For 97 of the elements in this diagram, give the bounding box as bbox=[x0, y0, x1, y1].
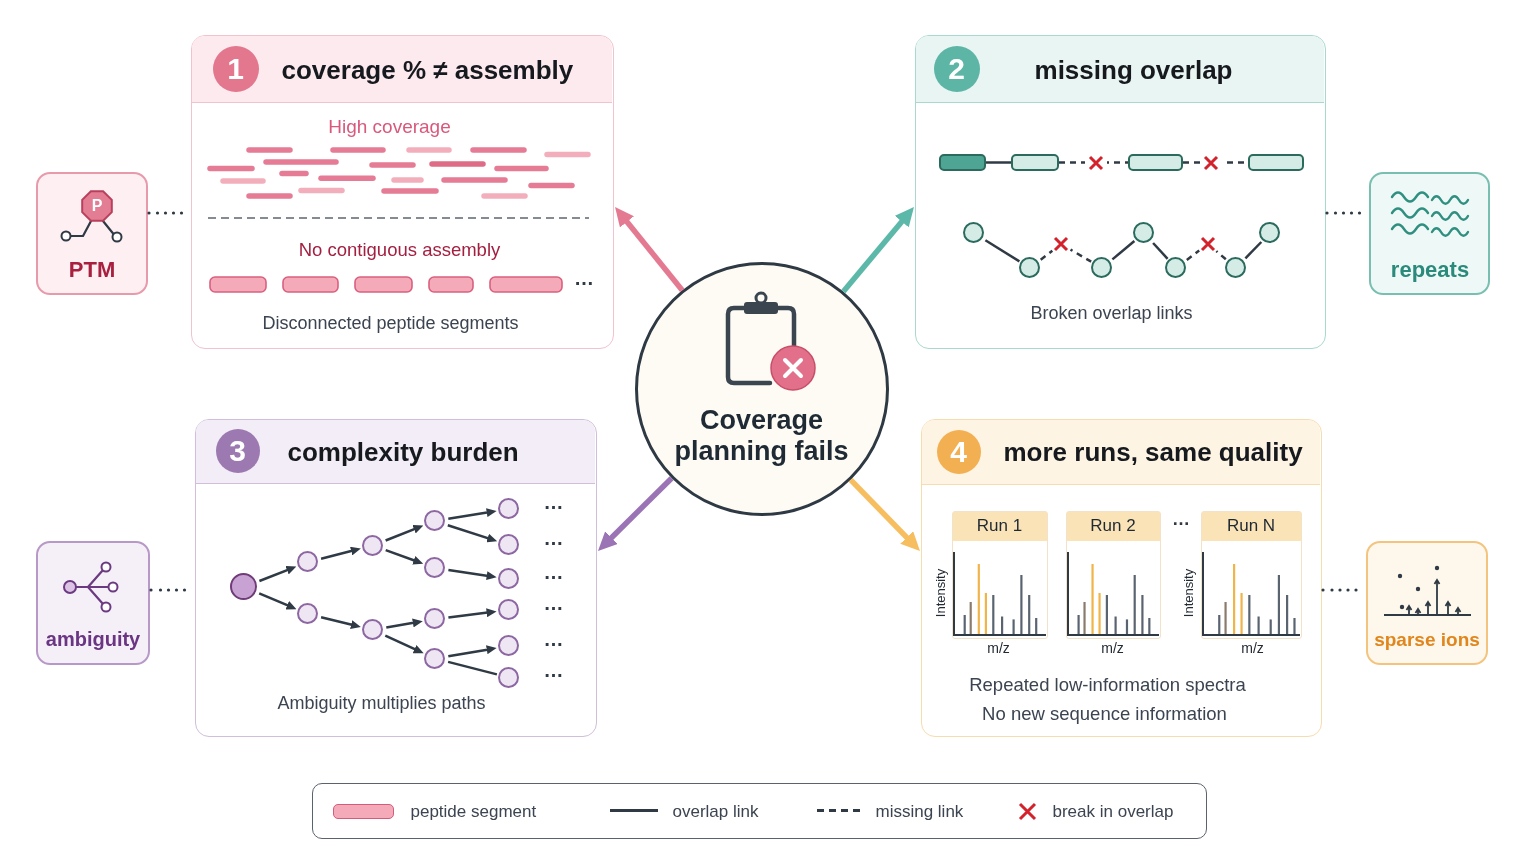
connector-line bbox=[984, 239, 1021, 263]
dashed-line bbox=[1059, 161, 1128, 164]
ellipsis: … bbox=[543, 659, 564, 683]
arrow bbox=[448, 645, 497, 658]
arrow bbox=[386, 618, 423, 629]
panel-card bbox=[921, 419, 1322, 737]
axis-label: Intensity bbox=[1180, 568, 1197, 617]
panel-title: complexity burden bbox=[287, 436, 519, 467]
connector-line bbox=[1152, 242, 1169, 260]
side-label: PTM bbox=[68, 257, 116, 283]
panel-card bbox=[191, 35, 614, 349]
arrow bbox=[448, 568, 497, 581]
caption-text: Repeated low-information spectra bbox=[969, 673, 1246, 696]
caption-text: Disconnected peptide segments bbox=[262, 312, 519, 335]
panel-title: missing overlap bbox=[1034, 54, 1233, 85]
side-label: sparse ions bbox=[1374, 628, 1480, 652]
arrow bbox=[448, 508, 497, 521]
subheading: High coverage bbox=[328, 115, 451, 138]
axis-label: m/z bbox=[1101, 639, 1124, 656]
tree-node bbox=[498, 666, 519, 688]
caption-text: Broken overlap links bbox=[1030, 302, 1193, 325]
arrow bbox=[447, 524, 498, 543]
peptide-segment bbox=[938, 153, 986, 171]
link-node bbox=[963, 222, 984, 243]
ellipsis: … bbox=[543, 560, 564, 585]
run-card bbox=[1065, 510, 1161, 639]
axis-label: m/z bbox=[987, 639, 1010, 656]
side-label: repeats bbox=[1390, 257, 1470, 283]
tree-node bbox=[230, 573, 257, 600]
arrow bbox=[385, 525, 424, 542]
tree-node bbox=[424, 510, 445, 531]
panel-card bbox=[195, 419, 597, 737]
arrow bbox=[848, 478, 920, 552]
subheading: No contiguous assembly bbox=[298, 238, 501, 261]
factor-card bbox=[36, 172, 148, 295]
peptide-segment bbox=[1127, 153, 1183, 171]
peptide-segment bbox=[1010, 153, 1059, 171]
arrow bbox=[258, 592, 297, 610]
tree-node bbox=[362, 534, 383, 556]
connector-line bbox=[1111, 240, 1136, 261]
arrow bbox=[320, 616, 361, 629]
link-node bbox=[1259, 222, 1280, 243]
run-card bbox=[1200, 510, 1302, 639]
ellipsis: … bbox=[1172, 509, 1190, 531]
run-title: Run N bbox=[1201, 511, 1301, 541]
axis-label: m/z bbox=[1241, 639, 1264, 656]
link-node bbox=[1019, 257, 1040, 278]
tree-node bbox=[498, 635, 519, 656]
ellipsis: … bbox=[543, 627, 564, 652]
link-node bbox=[1165, 257, 1186, 278]
panel-title: more runs, same quality bbox=[1003, 436, 1303, 467]
run-card bbox=[951, 510, 1048, 639]
run-title: Run 1 bbox=[952, 511, 1047, 541]
panel-title: coverage % ≠ assembly bbox=[281, 54, 574, 85]
legend-label: overlap link bbox=[672, 801, 759, 822]
link-node bbox=[1091, 257, 1112, 278]
panel-card bbox=[915, 35, 1326, 349]
connector-line bbox=[1244, 241, 1263, 260]
legend-label: break in overlap bbox=[1052, 801, 1174, 822]
axis-label: Intensity bbox=[932, 568, 949, 617]
tree-node bbox=[424, 608, 445, 629]
tree-node bbox=[362, 619, 383, 640]
arrow bbox=[384, 634, 424, 654]
tree-node bbox=[424, 647, 445, 669]
side-label: ambiguity bbox=[45, 628, 141, 652]
arrow bbox=[598, 476, 674, 552]
hub-title: Coverage planning fails bbox=[673, 404, 850, 469]
peptide-segment bbox=[1247, 153, 1304, 171]
caption-text: Ambiguity multiplies paths bbox=[277, 692, 486, 715]
ellipsis: … bbox=[574, 267, 594, 291]
arrow bbox=[385, 548, 424, 565]
caption-text: No new sequence information bbox=[982, 702, 1227, 725]
run-title: Run 2 bbox=[1066, 511, 1160, 541]
legend-label: peptide segment bbox=[410, 801, 537, 822]
symbol-letter: P bbox=[91, 196, 103, 216]
legend-label: missing link bbox=[875, 801, 964, 822]
tree-node bbox=[498, 534, 519, 555]
factor-card bbox=[36, 541, 150, 665]
tree-node bbox=[498, 498, 519, 519]
factor-card bbox=[1369, 172, 1490, 295]
tree-node bbox=[297, 603, 318, 624]
arrow bbox=[841, 207, 914, 294]
ellipsis: … bbox=[543, 591, 564, 616]
tree-node bbox=[297, 551, 318, 572]
factor-card bbox=[1366, 541, 1488, 665]
connector-line bbox=[447, 660, 498, 676]
link-node bbox=[1225, 257, 1246, 278]
tree-node bbox=[498, 568, 519, 589]
ellipsis: … bbox=[543, 526, 564, 551]
tree-node bbox=[424, 557, 445, 578]
arrow bbox=[448, 608, 497, 619]
arrow bbox=[258, 566, 297, 583]
link-node bbox=[1133, 222, 1154, 243]
tree-node bbox=[498, 599, 519, 620]
arrow bbox=[320, 546, 361, 560]
connector-line bbox=[986, 161, 1011, 164]
ellipsis: … bbox=[543, 490, 564, 515]
